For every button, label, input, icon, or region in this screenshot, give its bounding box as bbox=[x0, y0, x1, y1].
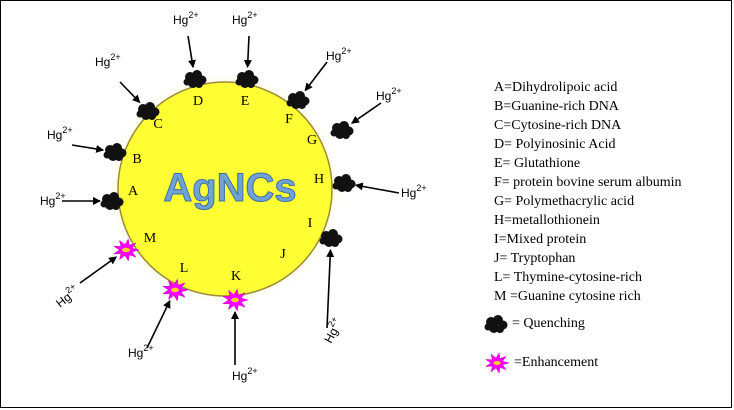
site-letter-m: M bbox=[144, 231, 157, 246]
quencher-e bbox=[235, 70, 259, 88]
arrow-h bbox=[354, 182, 400, 194]
center-label: AgNCs bbox=[163, 166, 296, 210]
enhancement-label: =Enhancement bbox=[514, 355, 599, 370]
arrow-b bbox=[71, 144, 105, 153]
quencher-a bbox=[100, 192, 124, 210]
quencher-g bbox=[330, 121, 354, 139]
site-letter-b: B bbox=[132, 152, 141, 167]
arrow-l bbox=[146, 299, 171, 349]
legend-item-g: G= Polymethacrylic acid bbox=[494, 194, 635, 209]
quencher-j bbox=[319, 229, 343, 247]
site-letter-d: D bbox=[193, 94, 203, 109]
legend-enhancement: =Enhancement bbox=[484, 352, 598, 374]
hg-label-a: Hg2+ bbox=[40, 191, 66, 208]
site-letter-e: E bbox=[241, 94, 250, 109]
enhancer-k bbox=[221, 288, 249, 312]
arrow-g bbox=[351, 102, 382, 124]
nanocluster-circle bbox=[117, 81, 333, 297]
quencher-b bbox=[103, 143, 127, 161]
hg-label-g: Hg2+ bbox=[376, 86, 402, 103]
legend-item-a: A=Dihydrolipoic acid bbox=[494, 80, 618, 95]
arrow-c bbox=[119, 81, 141, 104]
legend-item-c: C=Cytosine-rich DNA bbox=[494, 118, 622, 133]
legend: A=Dihydrolipoic acid B=Guanine-rich DNA … bbox=[494, 78, 734, 306]
hg-label-c: Hg2+ bbox=[95, 52, 121, 69]
legend-item-d: D= Polyinosinic Acid bbox=[494, 137, 616, 152]
quencher-h bbox=[332, 174, 356, 192]
hg-label-b: Hg2+ bbox=[47, 125, 73, 142]
legend-item-j: J= Tryptophan bbox=[494, 251, 576, 266]
legend-item-m: M =Guanine cytosine rich bbox=[494, 289, 641, 304]
arrow-f bbox=[304, 61, 328, 92]
site-letter-i: I bbox=[308, 216, 313, 231]
legend-quenching: = Quenching bbox=[484, 314, 585, 334]
hg-label-f: Hg2+ bbox=[326, 46, 352, 63]
hg-label-l: Hg2+ bbox=[128, 343, 154, 360]
hg-label-k: Hg2+ bbox=[232, 366, 258, 383]
arrow-m bbox=[79, 256, 118, 284]
quencher-f bbox=[286, 91, 310, 109]
quencher-d bbox=[183, 70, 207, 88]
magenta-star-icon bbox=[484, 352, 510, 374]
quencher-c bbox=[136, 102, 160, 120]
hg-label-e: Hg2+ bbox=[232, 10, 258, 27]
enhancer-l bbox=[161, 278, 189, 302]
site-letter-a: A bbox=[128, 184, 139, 199]
hg-label-d: Hg2+ bbox=[173, 10, 199, 27]
site-letter-c: C bbox=[153, 117, 162, 132]
quenching-label: = Quenching bbox=[512, 316, 585, 331]
hg-label-m: Hg2+ bbox=[51, 281, 82, 310]
legend-item-f: F= protein bovine serum albumin bbox=[494, 175, 682, 190]
hg-label-h: Hg2+ bbox=[401, 183, 427, 200]
site-letter-l: L bbox=[180, 261, 189, 276]
site-letter-h: H bbox=[314, 172, 324, 187]
black-cluster-icon bbox=[484, 315, 508, 333]
arrow-d bbox=[187, 35, 196, 69]
legend-item-h: H=metallothionein bbox=[494, 213, 600, 228]
legend-item-e: E= Glutathione bbox=[494, 156, 581, 171]
site-letter-g: G bbox=[307, 133, 317, 148]
hg-label-j: Hg2+ bbox=[319, 315, 346, 346]
site-letter-k: K bbox=[231, 269, 241, 284]
site-letter-j: J bbox=[280, 247, 286, 262]
arrow-e bbox=[243, 35, 252, 69]
enhancer-m bbox=[112, 238, 140, 262]
legend-item-i: I=Mixed protein bbox=[494, 232, 587, 247]
arrow-j bbox=[326, 248, 335, 329]
legend-item-b: B=Guanine-rich DNA bbox=[494, 99, 619, 114]
site-letter-f: F bbox=[285, 112, 293, 127]
legend-item-l: L= Thymine-cytosine-rich bbox=[494, 270, 642, 285]
